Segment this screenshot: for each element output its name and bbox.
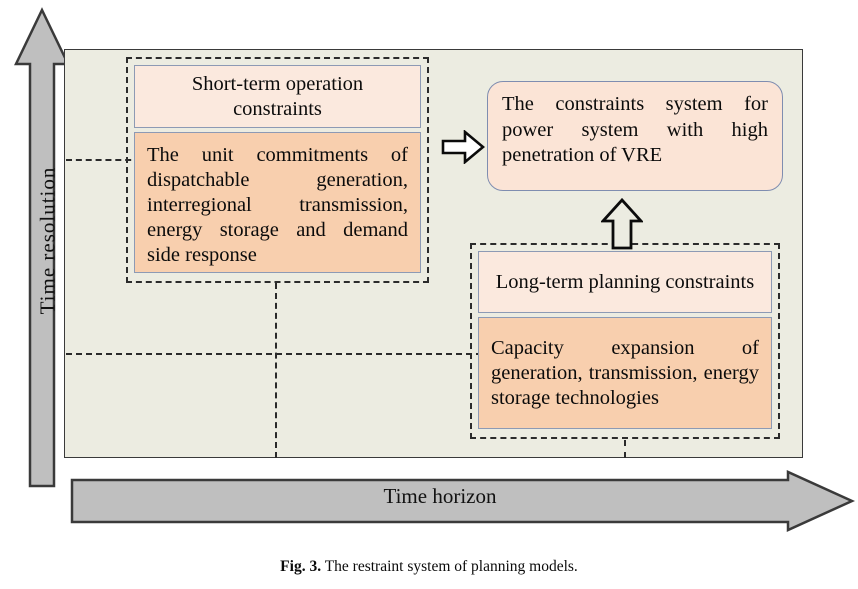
long-term-group: Long-term planning constraints Capacity …: [470, 243, 780, 439]
constraints-system-summary-box: The constraints system for power system …: [487, 81, 783, 191]
guide-line-lower: [66, 353, 482, 355]
arrow-right-icon: [441, 130, 485, 164]
figure-caption-text: The restraint system of planning models.: [324, 558, 578, 575]
guide-line-right-vertical: [624, 440, 626, 458]
figure-caption: Fig. 3. The restraint system of planning…: [0, 558, 858, 576]
short-term-title-label: Short-term operation constraints: [191, 72, 364, 120]
short-term-title-box: Short-term operation constraints: [134, 65, 421, 128]
time-resolution-axis-arrow: Time resolution: [14, 7, 70, 488]
figure-caption-label: Fig. 3.: [280, 558, 322, 575]
time-horizon-axis-arrow: Time horizon: [70, 470, 856, 532]
arrow-up-icon: [601, 198, 643, 250]
short-term-group: Short-term operation constraints The uni…: [126, 57, 429, 283]
constraints-system-summary-label: The constraints system for power system …: [502, 93, 768, 167]
short-term-detail-box: The unit commitments of dispatchable gen…: [134, 132, 421, 273]
long-term-title-label: Long-term planning constraints: [495, 270, 755, 293]
long-term-detail-label: Capacity expansion of generation, transm…: [491, 336, 759, 409]
long-term-detail-box: Capacity expansion of generation, transm…: [478, 317, 772, 429]
guide-line-left-vertical: [275, 283, 277, 458]
long-term-title-box: Long-term planning constraints: [478, 251, 772, 313]
short-term-detail-label: The unit commitments of dispatchable gen…: [147, 144, 408, 266]
